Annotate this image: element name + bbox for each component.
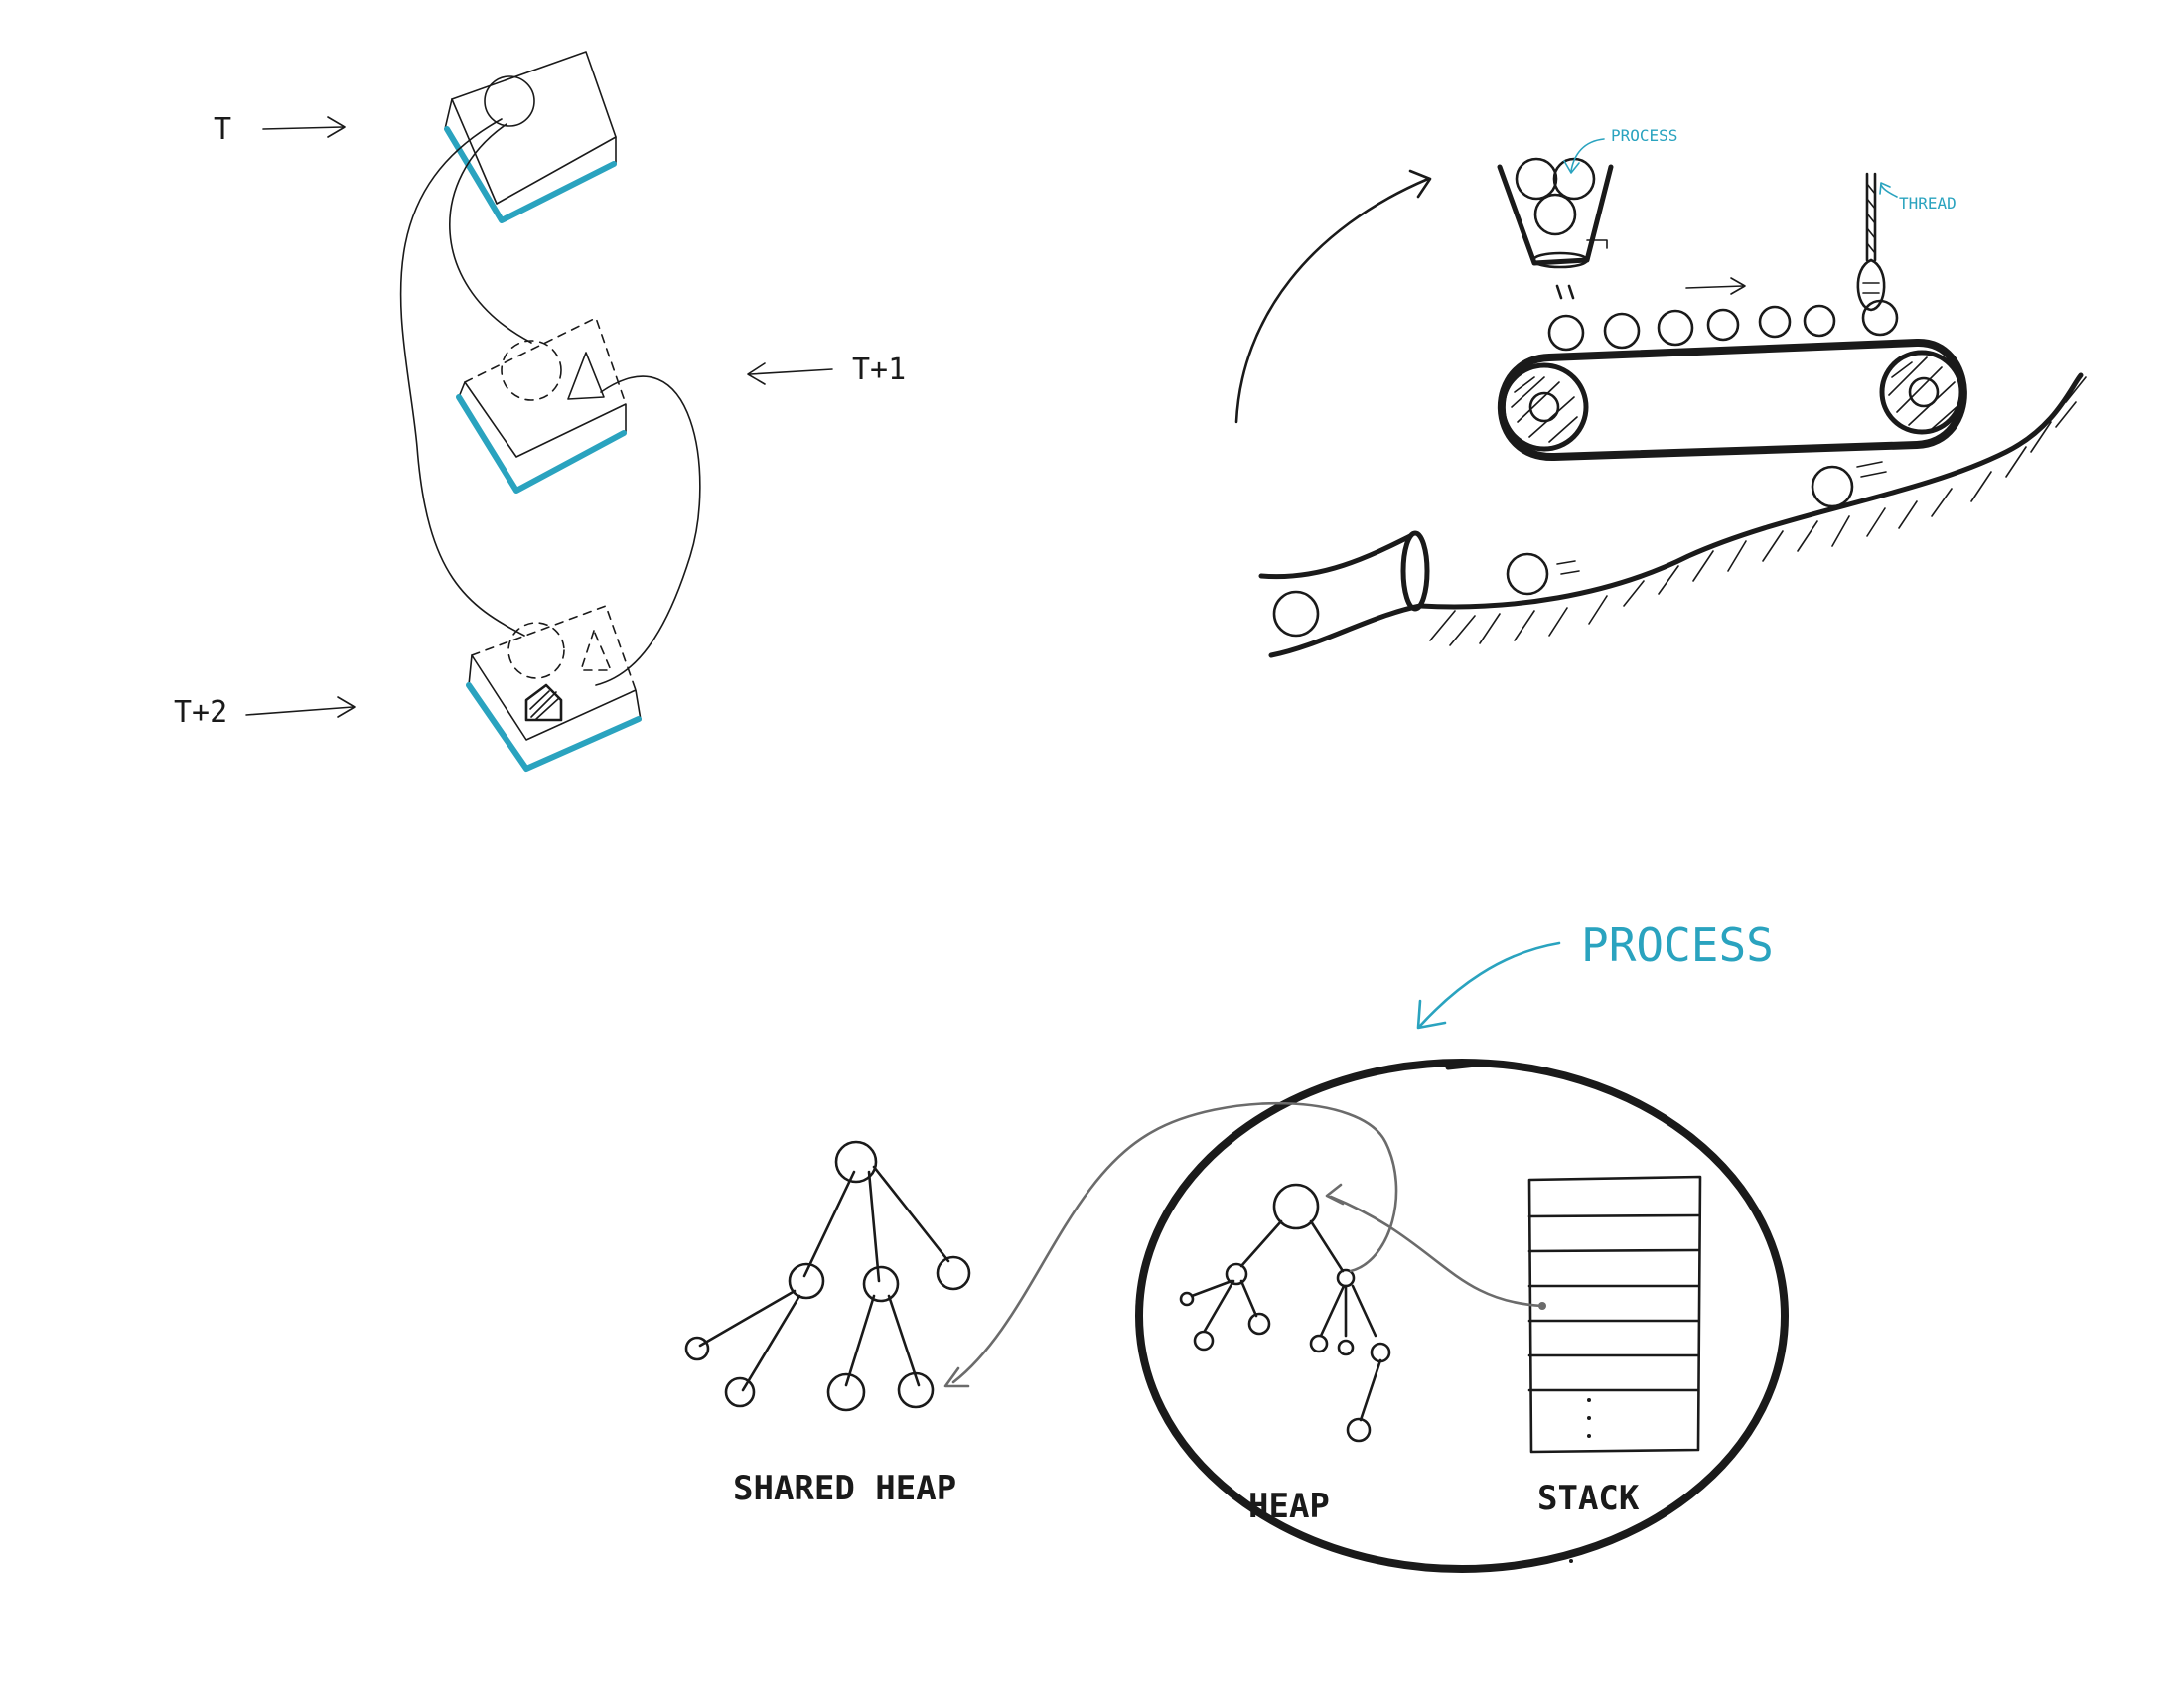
ground-slope	[1420, 375, 2086, 645]
arrow-t2-icon	[246, 697, 355, 717]
shared-heap-label: SHARED HEAP	[733, 1469, 956, 1508]
block-t2	[469, 606, 641, 770]
heap-to-shared-heap-pointer	[945, 1103, 1396, 1386]
conveyor-sketch: PROCESS THREAD	[1236, 126, 2086, 655]
block-t	[445, 52, 616, 221]
label-t2: T+2	[174, 695, 227, 730]
exit-pipe	[1261, 533, 1427, 655]
triangle-ghost-icon	[581, 631, 611, 670]
process-arrow-icon	[1418, 943, 1559, 1028]
conveyor-belt	[1502, 343, 1963, 457]
label-t1: T+1	[852, 353, 906, 387]
heap-tree	[1181, 1185, 1389, 1441]
process-boundary	[1139, 1063, 1785, 1569]
curved-arrow-icon	[1236, 179, 1428, 422]
thread-label: THREAD	[1899, 194, 1957, 213]
stack-label: STACK	[1537, 1479, 1640, 1518]
triangle-shape-icon	[568, 353, 604, 399]
thread-pointer-icon	[1880, 183, 1897, 197]
memory-diagram: PROCESS SHARED HEAP	[686, 919, 1785, 1569]
arrow-t1-icon	[748, 363, 832, 384]
hopper-process-label: PROCESS	[1611, 126, 1677, 145]
timeline-sketch: T T+1	[174, 52, 906, 770]
house-shape-icon	[526, 685, 561, 720]
link-t1-t2	[596, 376, 700, 685]
heap-label: HEAP	[1248, 1487, 1330, 1526]
link-t-t2	[401, 119, 524, 636]
belt-direction-arrow-icon	[1686, 278, 1745, 294]
process-hopper	[1500, 159, 1611, 298]
circle-shape-icon	[485, 76, 534, 126]
block-t1	[459, 318, 626, 492]
shared-heap-tree	[686, 1142, 969, 1410]
process-label: PROCESS	[1581, 919, 1774, 972]
stack-to-heap-pointer	[1327, 1185, 1546, 1310]
arrow-t-icon	[263, 117, 345, 137]
label-t: T	[214, 112, 231, 147]
process-pointer-icon	[1564, 139, 1604, 173]
